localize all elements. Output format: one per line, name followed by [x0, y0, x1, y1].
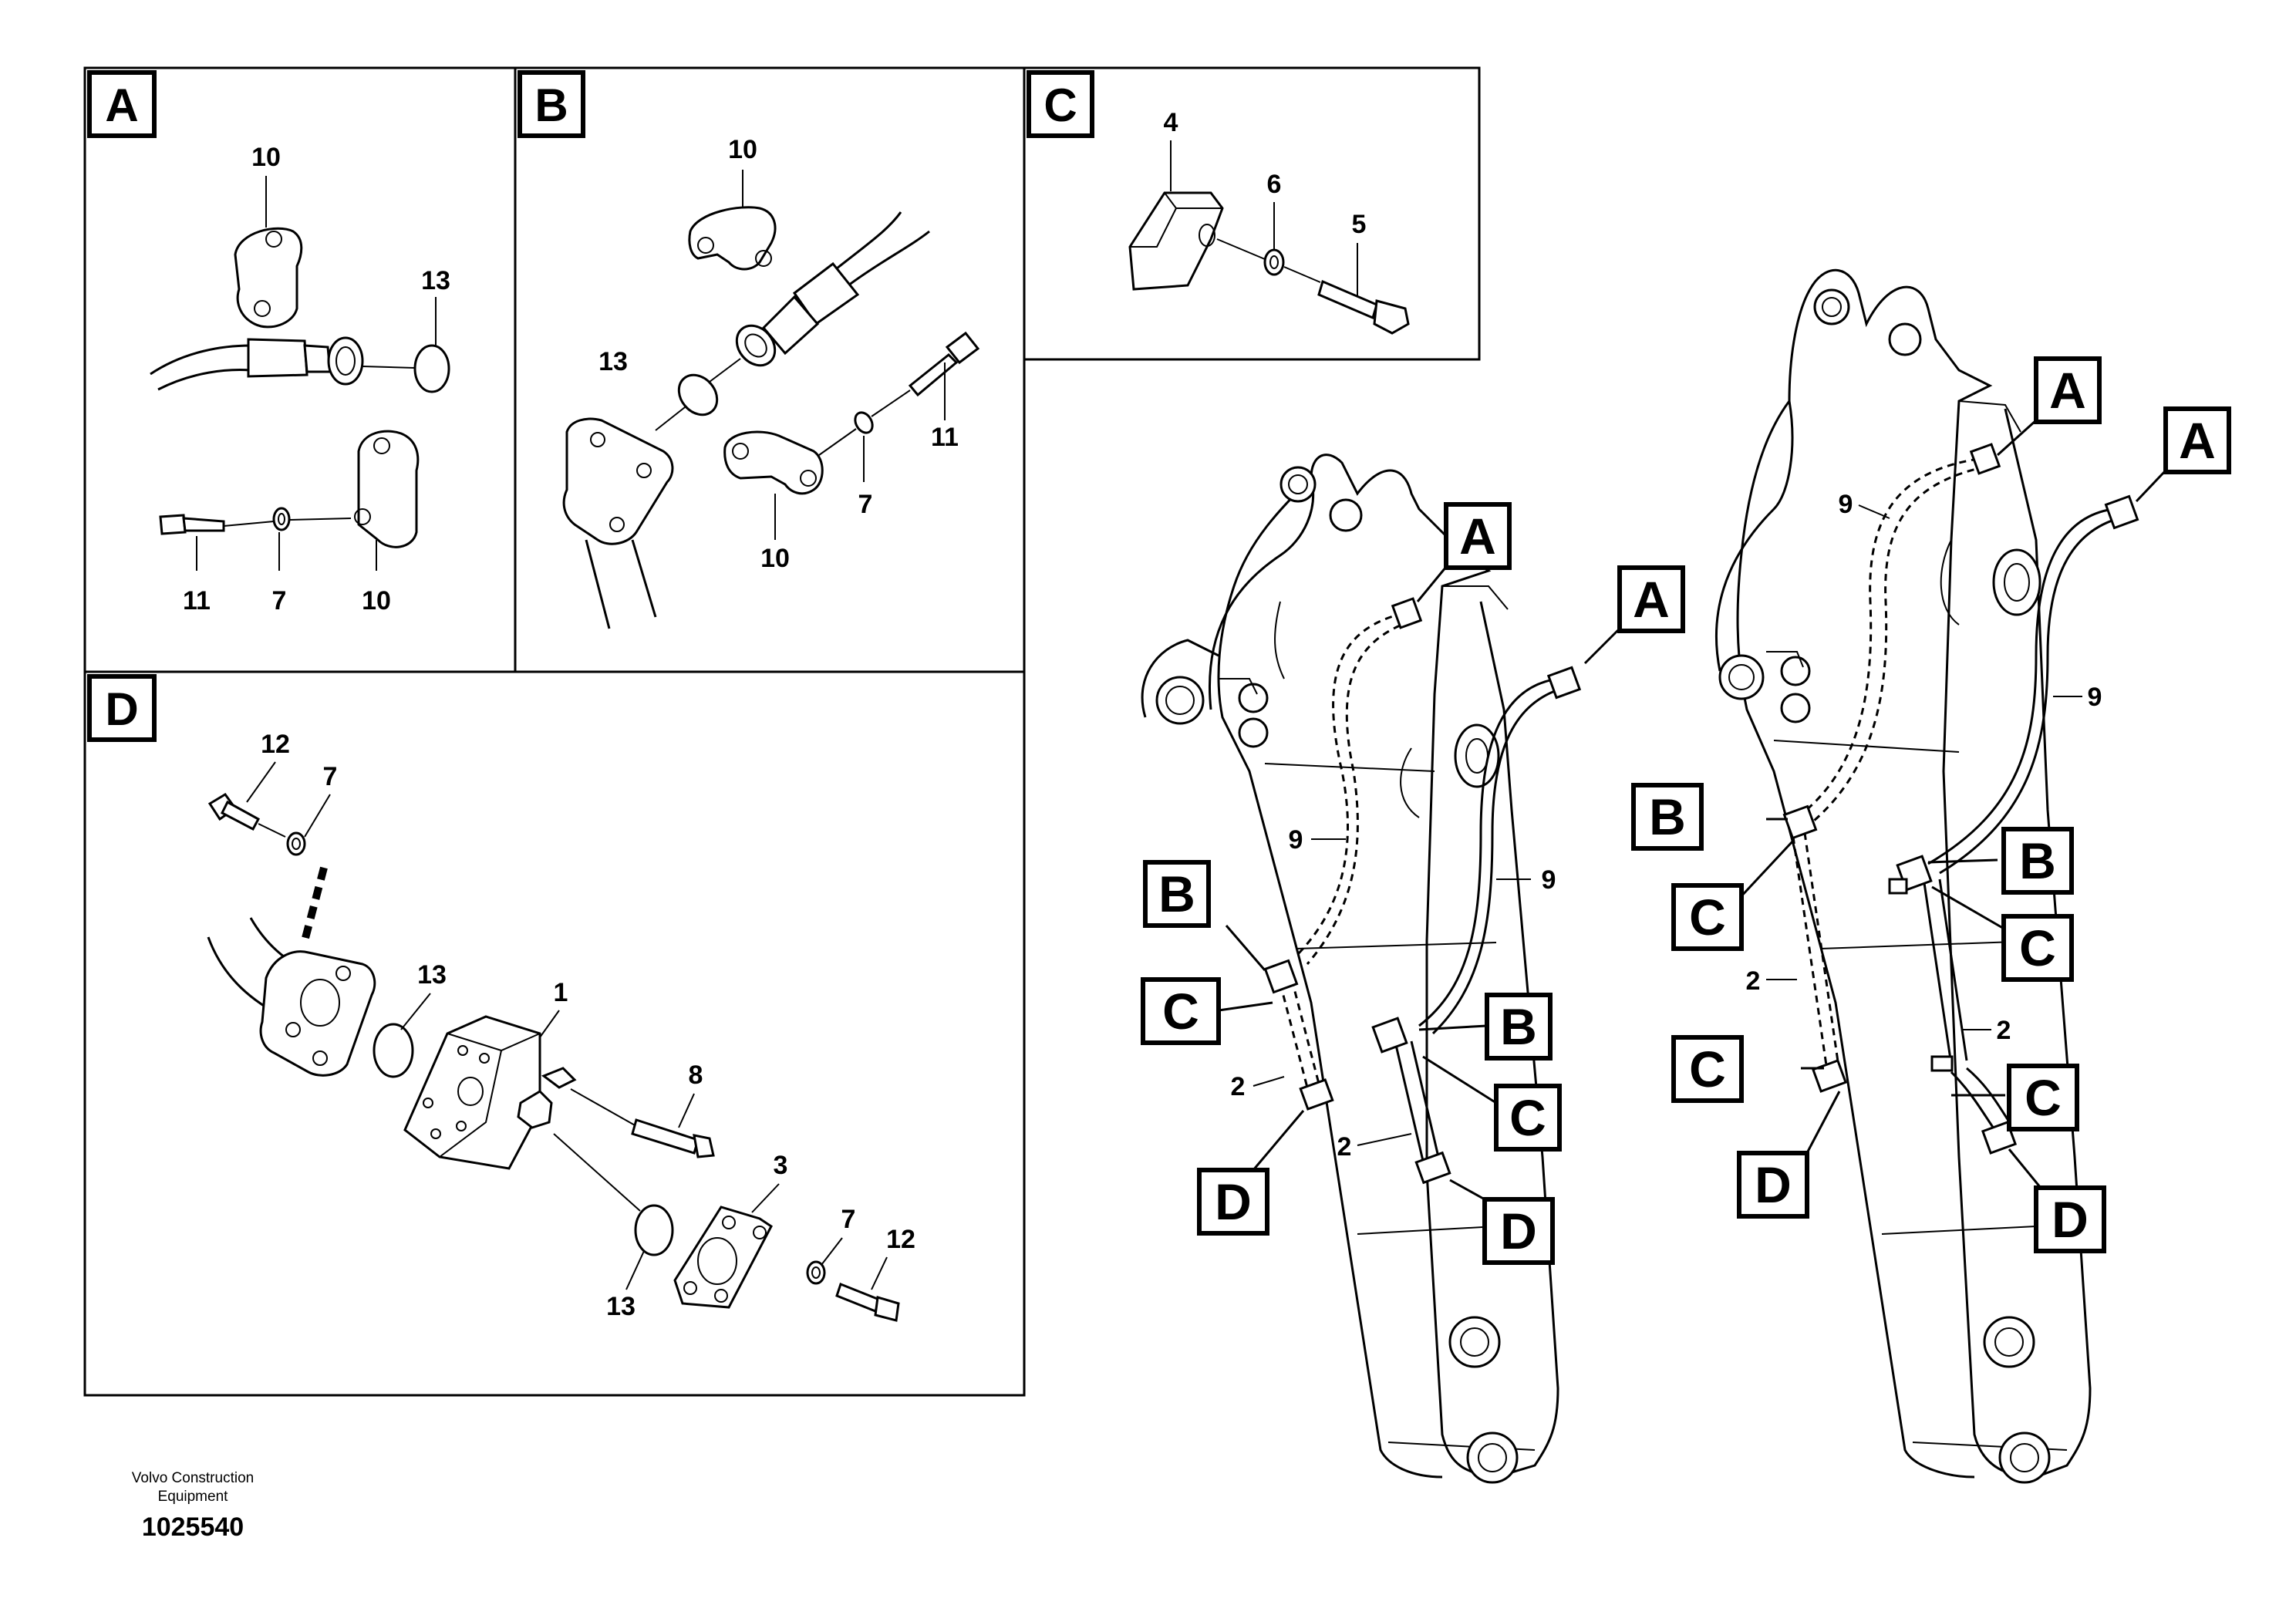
label-d-12-top: 12 — [261, 730, 290, 759]
callout-right-c1: C — [1671, 883, 1744, 951]
label-c-5: 5 — [1352, 210, 1367, 239]
callout-left-d2: D — [1482, 1197, 1555, 1265]
label-right-9-b: 9 — [2088, 683, 2102, 712]
label-b-10-bottom: 10 — [760, 544, 790, 573]
panel-b-tag: B — [518, 70, 585, 138]
panel-a-tag: A — [87, 70, 157, 138]
svg-text:D: D — [105, 683, 138, 735]
svg-text:D: D — [1755, 1156, 1792, 1213]
callout-right-d1: D — [1737, 1151, 1809, 1219]
label-a-10-top: 10 — [251, 143, 281, 172]
label-left-9-b: 9 — [1542, 865, 1556, 895]
svg-text:B: B — [2019, 832, 2056, 889]
callout-left-a1: A — [1444, 502, 1512, 570]
callout-right-d2: D — [2034, 1185, 2106, 1253]
panel-d-tag: D — [87, 674, 157, 742]
boom-left — [1141, 454, 1621, 1484]
callout-right-a2: A — [2163, 406, 2231, 474]
label-d-12-lower: 12 — [886, 1225, 915, 1254]
svg-text:C: C — [1509, 1089, 1546, 1146]
label-c-4: 4 — [1164, 108, 1178, 137]
callout-right-a1: A — [2034, 356, 2102, 424]
label-d-7-lower: 7 — [841, 1205, 856, 1234]
label-a-13: 13 — [421, 266, 450, 295]
svg-text:A: A — [2049, 362, 2086, 419]
label-left-9-a: 9 — [1289, 825, 1303, 855]
label-right-2-b: 2 — [1997, 1016, 2011, 1045]
label-b-10-top: 10 — [728, 135, 757, 164]
svg-text:C: C — [2025, 1069, 2062, 1126]
panel-b-drawing — [562, 170, 980, 629]
label-d-13-lower: 13 — [606, 1292, 636, 1321]
svg-text:A: A — [1633, 571, 1670, 628]
label-right-9-a: 9 — [1839, 490, 1853, 519]
label-d-8: 8 — [689, 1061, 703, 1090]
svg-text:D: D — [2052, 1191, 2089, 1248]
label-left-2-a: 2 — [1231, 1072, 1246, 1101]
svg-text:A: A — [2179, 412, 2216, 469]
label-d-1: 1 — [554, 978, 568, 1007]
label-d-3: 3 — [774, 1151, 788, 1180]
callout-left-d1: D — [1197, 1168, 1269, 1236]
callout-right-c4: C — [2007, 1064, 2079, 1131]
svg-text:A: A — [1459, 508, 1496, 565]
callout-left-b1: B — [1143, 860, 1211, 928]
svg-text:C: C — [2019, 919, 2056, 976]
callout-right-c2: C — [2001, 914, 2074, 982]
svg-text:D: D — [1500, 1202, 1537, 1259]
document-number: 1025540 — [141, 1512, 244, 1542]
svg-text:C: C — [1043, 79, 1077, 131]
label-a-7: 7 — [272, 586, 287, 615]
label-d-13-upper: 13 — [417, 960, 447, 990]
callout-left-a2: A — [1617, 565, 1685, 633]
panel-c-tag: C — [1027, 70, 1094, 138]
company-name-line2: Equipment — [157, 1489, 228, 1505]
footer: Volvo Construction Equipment 1025540 — [116, 1469, 270, 1543]
label-c-6: 6 — [1267, 170, 1282, 199]
svg-text:B: B — [1158, 865, 1195, 922]
callout-right-c3: C — [1671, 1035, 1744, 1103]
company-name-line1: Volvo Construction — [131, 1470, 255, 1486]
label-b-13: 13 — [598, 347, 628, 376]
svg-text:B: B — [534, 79, 568, 131]
callout-left-c1: C — [1141, 977, 1221, 1045]
label-right-2-a: 2 — [1746, 966, 1761, 996]
callout-left-b2: B — [1485, 993, 1553, 1061]
label-a-11: 11 — [183, 586, 211, 615]
panel-c-drawing — [1128, 140, 1410, 335]
callout-right-b2: B — [2001, 827, 2074, 895]
panel-a-drawing — [150, 176, 450, 571]
svg-text:B: B — [1500, 998, 1537, 1055]
panel-frames — [83, 66, 1481, 1397]
svg-text:C: C — [1689, 889, 1726, 946]
callout-right-b1: B — [1631, 783, 1704, 851]
svg-text:C: C — [1162, 983, 1199, 1040]
label-d-7-top: 7 — [323, 762, 338, 791]
label-b-7: 7 — [858, 490, 873, 519]
panel-d-drawing — [207, 761, 900, 1322]
svg-text:D: D — [1215, 1173, 1252, 1230]
svg-text:B: B — [1649, 788, 1686, 845]
svg-text:C: C — [1689, 1040, 1726, 1098]
svg-text:A: A — [105, 79, 138, 131]
label-b-11: 11 — [931, 423, 959, 452]
boom-right — [1715, 268, 2167, 1484]
callout-left-c2: C — [1494, 1084, 1562, 1152]
label-left-2-b: 2 — [1337, 1132, 1352, 1162]
label-a-10-bottom: 10 — [362, 586, 391, 615]
